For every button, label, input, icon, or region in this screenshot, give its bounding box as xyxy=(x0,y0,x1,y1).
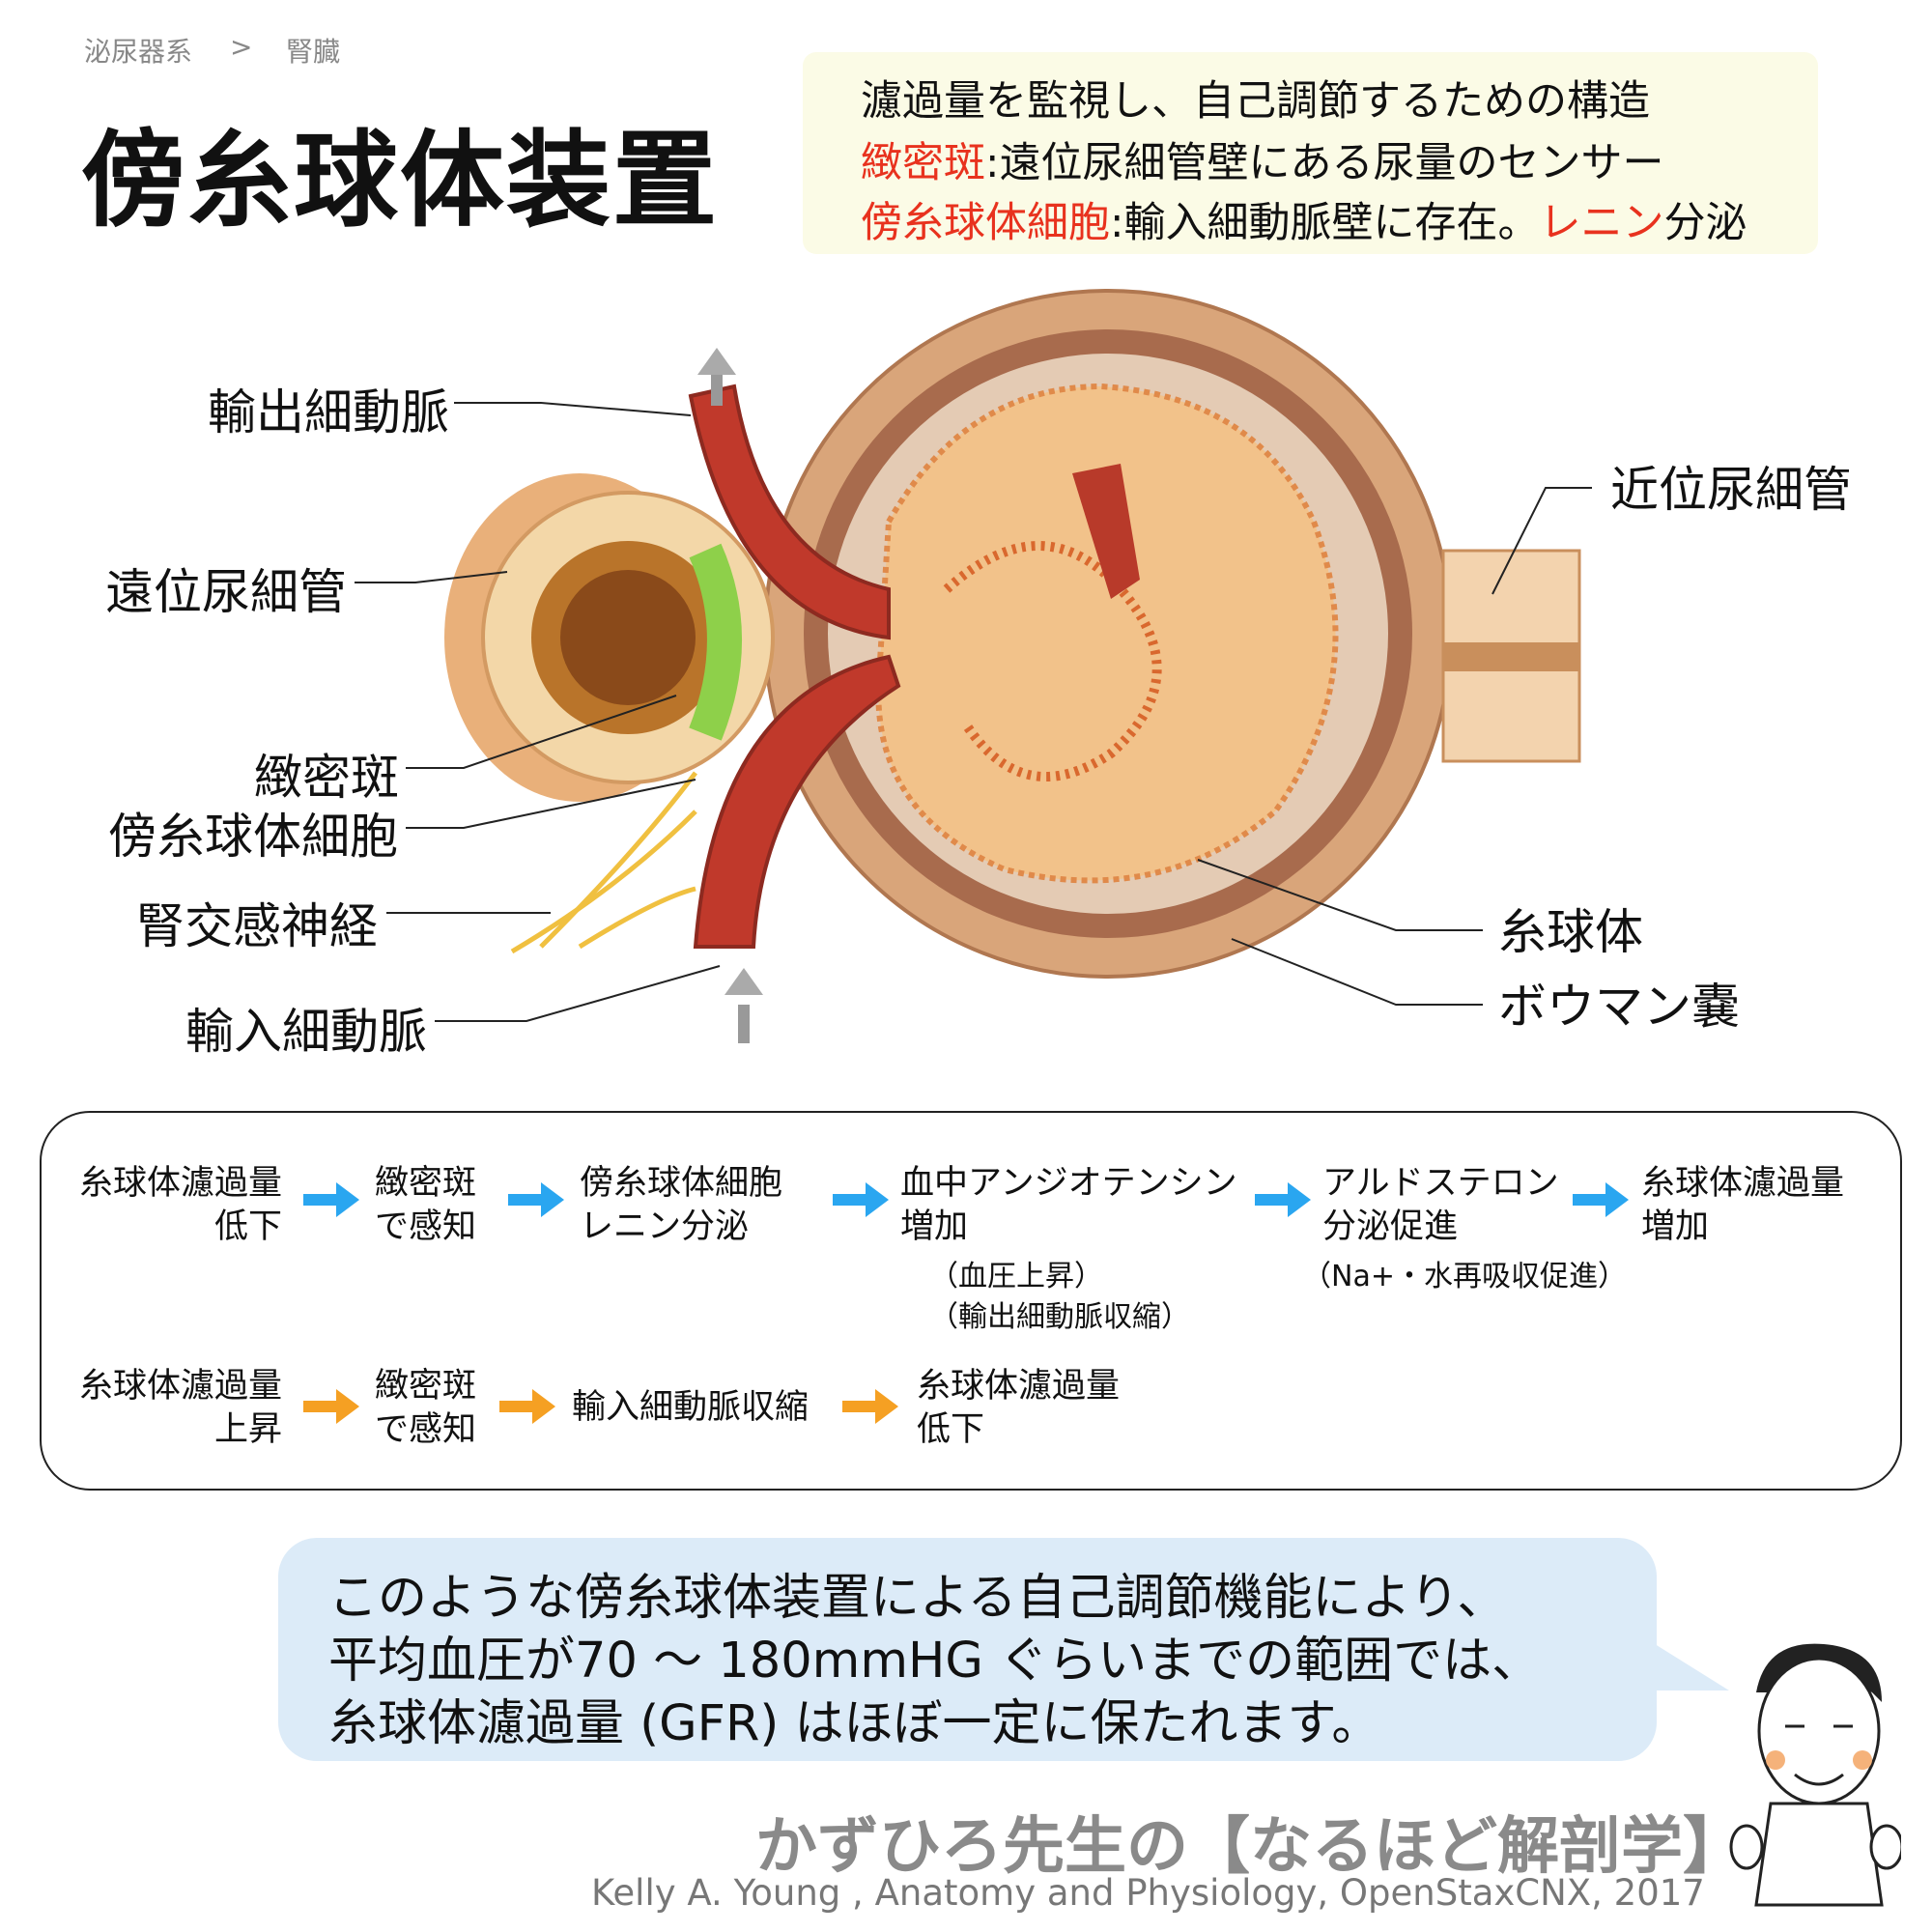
step-line: アルドステロン xyxy=(1322,1164,1559,1203)
arrow-right-icon xyxy=(508,1182,564,1217)
step-line: 糸球体濾過量 xyxy=(78,1164,282,1203)
flow-r1-step6: 糸球体濾過量増加 xyxy=(1641,1162,1844,1249)
breadcrumb-current: 腎臓 xyxy=(286,36,341,68)
info-text-jg: :輸入細動脈壁に存在。 xyxy=(1110,199,1540,247)
step-line: 傍糸球体細胞 xyxy=(580,1164,783,1203)
arrow-right-icon xyxy=(833,1182,889,1217)
step-line: 糸球体濾過量 xyxy=(78,1367,282,1406)
flow-r1-step2: 緻密斑で感知 xyxy=(375,1162,476,1249)
label-macula-densa: 緻密斑 xyxy=(254,750,399,806)
efferent-arteriole xyxy=(688,348,891,640)
label-afferent-arteriole: 輸入細動脈 xyxy=(185,1004,427,1060)
step-line: 増加 xyxy=(1641,1208,1710,1246)
flow-r2-step1: 糸球体濾過量上昇 xyxy=(58,1365,282,1452)
step-line: 糸球体濾過量 xyxy=(1641,1164,1845,1203)
info-end: 分泌 xyxy=(1663,199,1747,247)
arrow-right-icon xyxy=(499,1389,555,1424)
afferent-arteriole xyxy=(693,654,901,1043)
info-box xyxy=(803,52,1818,254)
step-line: レニン分泌 xyxy=(580,1208,750,1246)
page-title: 傍糸球体装置 xyxy=(81,121,720,242)
info-line-3: 傍糸球体細胞:輸入細動脈壁に存在。レニン分泌 xyxy=(861,189,1747,249)
flow-r1-step3: 傍糸球体細胞レニン分泌 xyxy=(580,1162,782,1249)
step-line: 増加 xyxy=(900,1208,969,1246)
info-term-jg: 傍糸球体細胞 xyxy=(861,199,1110,247)
step-line: 輸入細動脈収縮 xyxy=(572,1388,810,1427)
flow-r2-step3: 輸入細動脈収縮 xyxy=(572,1386,809,1430)
step-line: 低下 xyxy=(917,1410,985,1449)
label-efferent-arteriole: 輸出細動脈 xyxy=(208,384,449,440)
juxtaglomerular-illustration xyxy=(355,289,1592,1043)
label-distal-tubule: 遠位尿細管 xyxy=(105,564,347,620)
info-line-1: 濾過量を監視し、自己調節するための構造 xyxy=(861,77,1650,126)
regulation-flow-box xyxy=(40,1111,1902,1491)
distal-tubule xyxy=(444,473,775,802)
arrow-right-icon xyxy=(842,1389,898,1424)
bubble-line-3: 糸球体濾過量 (GFR) はほぼ一定に保たれます。 xyxy=(328,1695,1381,1752)
image-credit: Kelly A. Young , Anatomy and Physiology,… xyxy=(591,1872,1705,1914)
flow-r1-step4-note1: （血圧上昇） xyxy=(929,1260,1103,1293)
proximal-tubule xyxy=(1441,549,1581,763)
bubble-line-2: 平均血圧が70 ～ 180mmHG ぐらいまでの範囲では、 xyxy=(328,1633,1542,1690)
info-text-macula: :遠位尿細管壁にある尿量のセンサー xyxy=(985,139,1664,187)
bubble-line-1: このような傍糸球体装置による自己調節機能により、 xyxy=(328,1570,1507,1627)
speech-bubble xyxy=(278,1538,1657,1761)
arrow-right-icon xyxy=(1573,1182,1629,1217)
flow-r1-step5: アルドステロン分泌促進 xyxy=(1322,1162,1559,1249)
label-glomerulus: 糸球体 xyxy=(1498,904,1643,960)
step-line: 低下 xyxy=(213,1208,282,1246)
step-line: で感知 xyxy=(375,1410,477,1449)
label-bowman-capsule: ボウマン嚢 xyxy=(1498,979,1740,1035)
info-term-macula: 緻密斑 xyxy=(861,139,985,187)
label-sympathetic-nerve: 腎交感神経 xyxy=(136,898,378,954)
label-proximal-tubule: 近位尿細管 xyxy=(1610,462,1852,518)
sympathetic-nerve xyxy=(510,771,697,954)
step-line: 上昇 xyxy=(213,1410,282,1449)
flow-r1-step4: 血中アンジオテンシン増加 xyxy=(900,1162,1237,1249)
glomerulus xyxy=(875,383,1339,884)
label-jg-cells: 傍糸球体細胞 xyxy=(108,809,398,865)
arrow-right-icon xyxy=(1255,1182,1311,1217)
breadcrumb-parent[interactable]: 泌尿器系 xyxy=(84,36,193,68)
info-renin: レニン xyxy=(1539,199,1664,247)
breadcrumb-separator: > xyxy=(230,31,253,63)
arrow-right-icon xyxy=(303,1182,359,1217)
flow-r2-step2: 緻密斑で感知 xyxy=(375,1365,476,1452)
step-line: 緻密斑 xyxy=(375,1367,477,1406)
brand-title: かずひろ先生の【なるほど解剖学】 xyxy=(755,1811,1745,1883)
speech-bubble-tail xyxy=(1652,1642,1729,1690)
doctor-avatar xyxy=(1729,1643,1901,1907)
flow-r1-step4-note2: （輸出細動脈収縮） xyxy=(929,1300,1190,1334)
step-line: 血中アンジオテンシン xyxy=(900,1164,1237,1203)
flow-r2-step4: 糸球体濾過量低下 xyxy=(917,1365,1120,1452)
flow-r1-step5-note: （Na+・水再吸収促進） xyxy=(1302,1260,1627,1293)
step-line: 緻密斑 xyxy=(375,1164,477,1203)
step-line: 糸球体濾過量 xyxy=(917,1367,1121,1406)
leader-lines xyxy=(355,402,1592,1022)
step-line: で感知 xyxy=(375,1208,477,1246)
info-line-2: 緻密斑:遠位尿細管壁にある尿量のセンサー xyxy=(861,129,1664,189)
step-line: 分泌促進 xyxy=(1322,1208,1459,1246)
arrow-right-icon xyxy=(303,1389,359,1424)
flow-r1-step1: 糸球体濾過量低下 xyxy=(58,1162,282,1249)
